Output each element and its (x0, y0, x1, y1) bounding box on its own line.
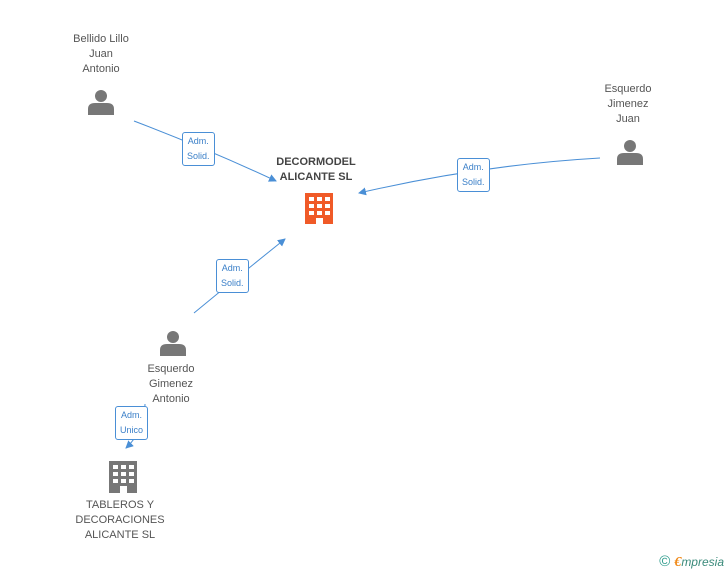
node-label-tableros-y-decoraciones-alicante-sl[interactable]: TABLEROS Y DECORACIONES ALICANTE SL (75, 499, 165, 541)
node-label-bellido-lillo-juan-antonio[interactable]: Bellido Lillo Juan Antonio (73, 33, 129, 75)
copyright-symbol: © (659, 553, 671, 570)
person-icon[interactable] (160, 331, 186, 356)
edge-label-adm-solid[interactable]: Adm. Solid. (216, 259, 249, 293)
brand-e: € (674, 555, 682, 570)
node-label-esquerdo-gimenez-antonio[interactable]: Esquerdo Gimenez Antonio (147, 363, 195, 405)
building-icon[interactable] (109, 461, 137, 493)
edge-label-adm-unico[interactable]: Adm. Unico (115, 406, 149, 440)
building-icon[interactable] (305, 193, 333, 224)
person-icon[interactable] (88, 90, 114, 115)
node-label-decormodel-alicante-sl[interactable]: DECORMODEL ALICANTE SL (276, 156, 356, 183)
node-label-esquerdo-jimenez-juan[interactable]: Esquerdo Jimenez Juan (604, 83, 652, 125)
edge-label-adm-solid[interactable]: Adm. Solid. (182, 132, 215, 166)
edge-label-adm-solid[interactable]: Adm. Solid. (457, 158, 490, 192)
brand-name: mpresia (681, 555, 724, 569)
person-icon[interactable] (617, 140, 643, 165)
empresia-watermark: ©€mpresia (659, 553, 724, 571)
